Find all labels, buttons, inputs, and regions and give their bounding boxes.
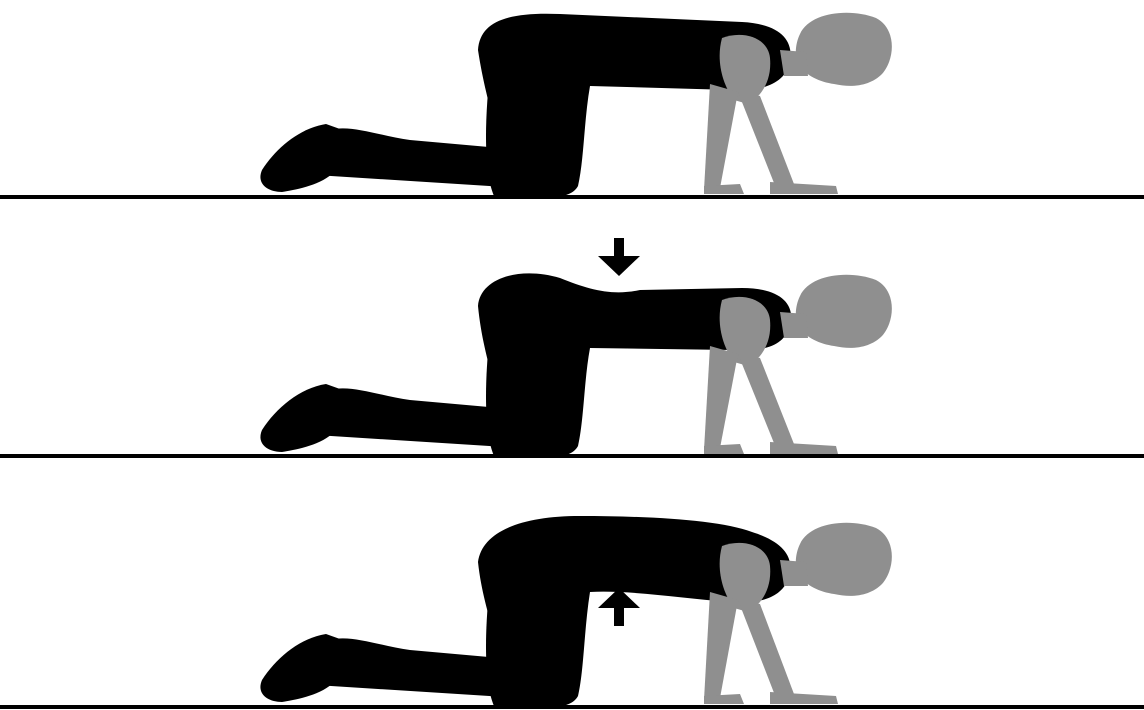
figure-arched-down [260, 273, 891, 456]
figure-rounded-up [260, 516, 891, 707]
panel-rounded-up [0, 516, 1144, 707]
arrow-up-icon [598, 588, 640, 626]
arrow-down-icon [598, 238, 640, 276]
panel-arched-down [0, 238, 1144, 457]
panel-neutral [0, 13, 1144, 197]
figure-neutral [260, 13, 891, 197]
